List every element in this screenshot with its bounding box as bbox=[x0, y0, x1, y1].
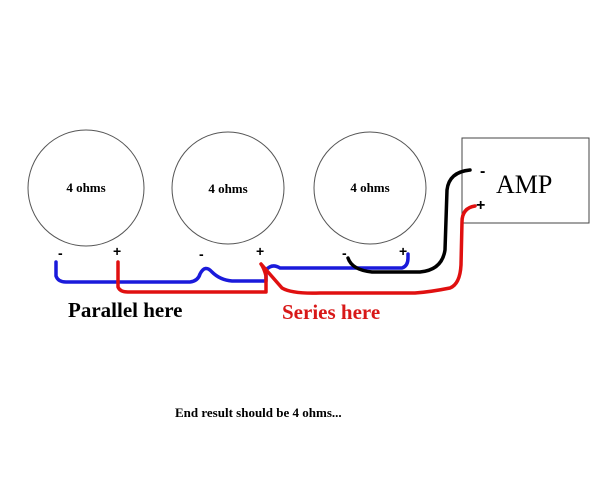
series-wire bbox=[116, 204, 477, 295]
parallel-wire bbox=[54, 252, 410, 284]
negative-wire bbox=[346, 168, 472, 274]
amp-negative-terminal: - bbox=[480, 163, 485, 180]
speaker-1-positive-terminal: + bbox=[113, 243, 121, 259]
parallel-label: Parallel here bbox=[68, 298, 183, 322]
amp-box: AMP - + bbox=[461, 137, 590, 224]
speaker-3-negative-terminal: - bbox=[342, 245, 347, 261]
footer-note: End result should be 4 ohms... bbox=[175, 405, 342, 420]
speaker-2-label: 4 ohms bbox=[208, 181, 247, 196]
speaker-3-label: 4 ohms bbox=[350, 180, 389, 195]
speaker-1: 4 ohms bbox=[27, 129, 145, 247]
amp-positive-terminal: + bbox=[476, 197, 485, 214]
speaker-3-positive-terminal: + bbox=[399, 243, 407, 259]
speaker-2: 4 ohms bbox=[171, 131, 285, 245]
speaker-2-negative-terminal: - bbox=[199, 246, 204, 262]
series-label: Series here bbox=[282, 300, 380, 324]
speaker-3: 4 ohms bbox=[313, 131, 427, 245]
speaker-1-negative-terminal: - bbox=[58, 245, 63, 261]
speaker-2-positive-terminal: + bbox=[256, 243, 264, 259]
amp-label: AMP bbox=[496, 170, 552, 199]
speaker-1-label: 4 ohms bbox=[66, 180, 105, 195]
